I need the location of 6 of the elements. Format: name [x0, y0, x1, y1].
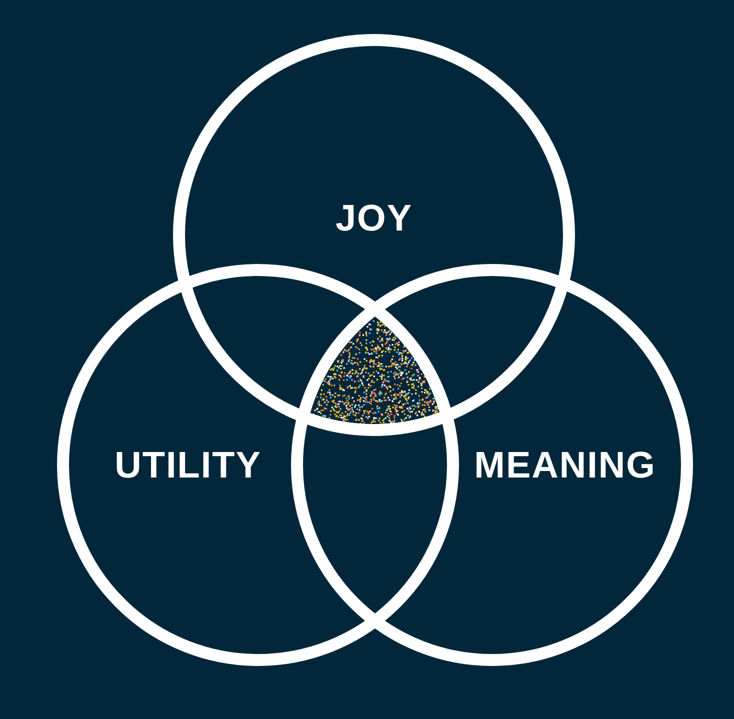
venn-circle [173, 34, 575, 436]
venn-circle [291, 264, 693, 666]
circle-label: UTILITY [114, 446, 262, 484]
circle-label: JOY [335, 200, 413, 236]
circle-label: MEANING [474, 446, 656, 484]
venn-circle [57, 264, 459, 666]
